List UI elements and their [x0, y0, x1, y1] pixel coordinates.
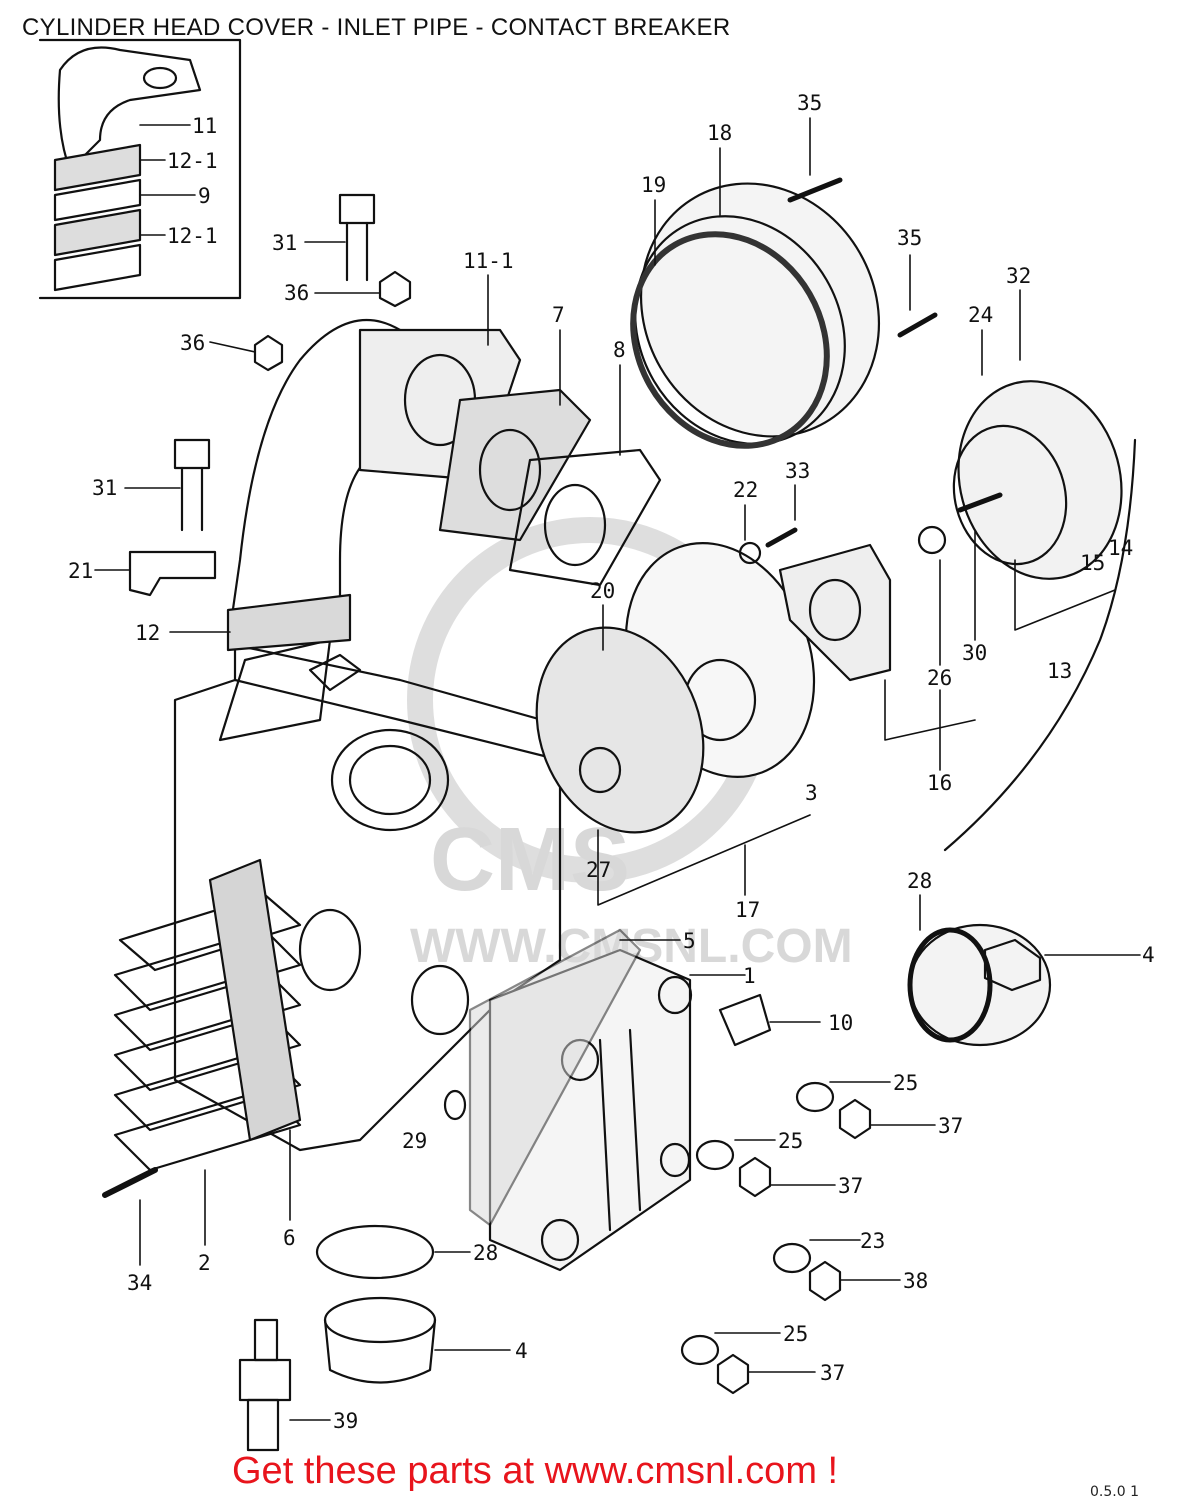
inset-inlet-parts: [38, 38, 242, 300]
label-17: 17: [735, 898, 760, 922]
footer-code: 0.5.0 1: [1090, 1484, 1139, 1500]
label-13: 13: [1047, 659, 1072, 683]
leader-lines: [94, 117, 1141, 1421]
label-25-a: 25: [893, 1071, 918, 1095]
label-27: 27: [586, 858, 611, 882]
tappet-cap-upper: [907, 923, 1052, 1047]
label-11: 11: [192, 114, 217, 138]
o-ring-lower: [315, 1224, 435, 1280]
callout-labels: 11 12-1 9 12-1 35 18 19 35 31 36 11-1 7 …: [68, 91, 1155, 1433]
label-5: 5: [683, 929, 696, 953]
label-1: 1: [743, 964, 756, 988]
label-36-b: 36: [180, 331, 205, 355]
inlet-gaskets: [358, 328, 662, 587]
label-23: 23: [860, 1229, 885, 1253]
breaker-plate: [917, 380, 1137, 852]
label-4-b: 4: [515, 1339, 528, 1363]
label-4-a: 4: [1142, 943, 1155, 967]
label-33: 33: [785, 459, 810, 483]
tappet-cap-lower: [323, 1296, 437, 1384]
breaker-cam: [738, 527, 892, 682]
label-25-b: 25: [778, 1129, 803, 1153]
head-cover: [468, 928, 693, 1272]
label-14: 14: [1108, 536, 1133, 560]
label-20: 20: [590, 579, 615, 603]
label-12-1-a: 12-1: [167, 149, 218, 173]
watermark: CMS WWW.CMSNL.COM: [407, 517, 853, 973]
bolt-31-lower: [173, 438, 211, 532]
label-36-a: 36: [284, 281, 309, 305]
clamp-10: [718, 993, 772, 1047]
label-9: 9: [198, 184, 211, 208]
label-32: 32: [1006, 264, 1031, 288]
label-15: 15: [1080, 551, 1105, 575]
watermark-logo: CMS: [430, 810, 630, 910]
spark-plug: [238, 1318, 292, 1452]
label-28-b: 28: [473, 1241, 498, 1265]
inlet-pipe: [226, 318, 402, 652]
bracket-21: [128, 550, 217, 597]
label-2: 2: [198, 1251, 211, 1275]
label-29: 29: [402, 1129, 427, 1153]
label-28-a: 28: [907, 869, 932, 893]
label-38: 38: [903, 1269, 928, 1293]
label-12: 12: [135, 621, 160, 645]
label-37-b: 37: [838, 1174, 863, 1198]
label-12-1-b: 12-1: [167, 224, 218, 248]
promo-link-text[interactable]: Get these parts at www.cmsnl.com !: [232, 1450, 839, 1492]
label-16: 16: [927, 771, 952, 795]
label-37-a: 37: [938, 1114, 963, 1138]
label-3: 3: [805, 781, 818, 805]
label-26: 26: [927, 666, 952, 690]
label-8: 8: [613, 338, 626, 362]
label-6: 6: [283, 1226, 296, 1250]
label-25-c: 25: [783, 1322, 808, 1346]
diagram-title: CYLINDER HEAD COVER - INLET PIPE - CONTA…: [22, 14, 731, 41]
label-24: 24: [968, 303, 993, 327]
label-35-a: 35: [797, 91, 822, 115]
label-31-a: 31: [272, 231, 297, 255]
label-7: 7: [552, 303, 565, 327]
label-18: 18: [707, 121, 732, 145]
label-30: 30: [962, 641, 987, 665]
label-22: 22: [733, 478, 758, 502]
breaker-cover: [630, 177, 938, 449]
screw-34: [102, 1167, 158, 1198]
label-34: 34: [127, 1271, 152, 1295]
label-11-1: 11-1: [463, 249, 514, 273]
label-37-c: 37: [820, 1361, 845, 1385]
label-39: 39: [333, 1409, 358, 1433]
bolt-31-upper: [253, 193, 412, 372]
head-gasket: [208, 858, 302, 1142]
label-19: 19: [641, 173, 666, 197]
point-base: [535, 542, 816, 834]
label-35-b: 35: [897, 226, 922, 250]
label-31-b: 31: [92, 476, 117, 500]
washers-nuts: [680, 1081, 872, 1395]
label-21: 21: [68, 559, 93, 583]
label-10: 10: [828, 1011, 853, 1035]
